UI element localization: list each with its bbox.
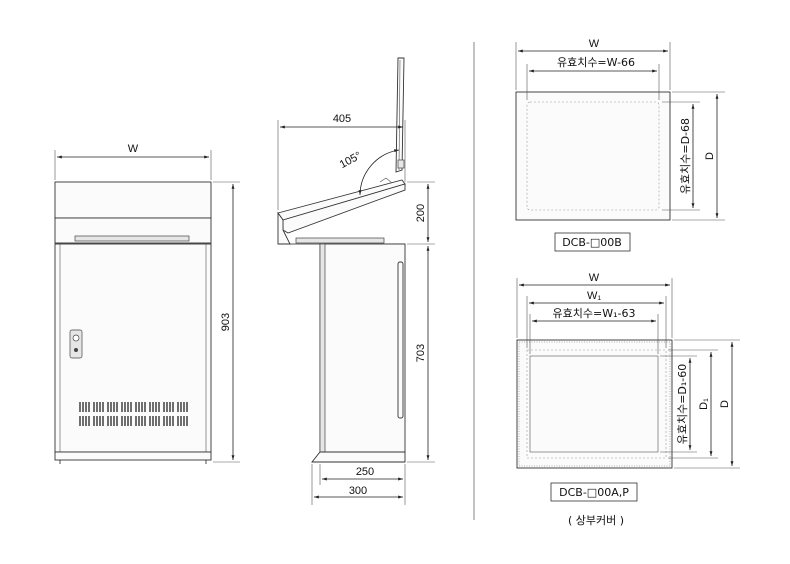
side-view: 405 105° 200 703 250 300 bbox=[277, 57, 435, 505]
ventilation-grille bbox=[79, 402, 188, 426]
hinge-icon bbox=[397, 159, 405, 169]
cover-b-model-box bbox=[554, 232, 631, 252]
cover-b-effective-width-label: 유효치수=W-66 bbox=[557, 56, 635, 69]
cover-b-effective-area bbox=[526, 101, 660, 211]
side-cabinet-body bbox=[319, 243, 406, 453]
cover-b-effective-depth-label: 유효치수=D-68 bbox=[679, 118, 692, 194]
side-handle bbox=[397, 261, 404, 419]
side-front-rail bbox=[319, 243, 326, 453]
cover-b-outer bbox=[515, 91, 671, 221]
cover-ap-model-label: DCB-□00A,P bbox=[559, 486, 629, 499]
front-hood bbox=[54, 181, 212, 219]
angle-arc bbox=[358, 149, 400, 196]
front-width-label: W bbox=[128, 143, 139, 155]
cover-ap-effective-area bbox=[529, 355, 659, 453]
cover-ap-inner-depth-label: D₁ bbox=[698, 398, 710, 410]
cover-ap-inner-width-label: W₁ bbox=[587, 290, 601, 302]
open-lid bbox=[395, 57, 405, 173]
cover-ap-width-label: W bbox=[589, 272, 600, 284]
angle-label: 105° bbox=[338, 150, 364, 171]
cover-b-model-label: DCB-□00B bbox=[562, 236, 622, 249]
cover-ap-model-box bbox=[550, 482, 638, 502]
front-height-label: 903 bbox=[220, 313, 232, 331]
base-depth-300-label: 300 bbox=[349, 485, 367, 497]
lower-height-label: 703 bbox=[415, 344, 427, 362]
cover-ap-effective-width-label: 유효치수=W₁-63 bbox=[553, 307, 636, 320]
cover-b-depth-label: D bbox=[704, 152, 716, 160]
top-front-lip bbox=[277, 211, 291, 245]
side-base bbox=[311, 451, 406, 463]
top-cover-b: W 유효치수=W-66 유효치수=D-68 D DCB-□00B bbox=[515, 38, 725, 252]
door-lock-icon bbox=[69, 329, 83, 359]
cover-b-width-label: W bbox=[589, 38, 600, 50]
cover-ap-outer bbox=[516, 339, 673, 469]
top-cover-ap: W W₁ 유효치수=W₁-63 유효치수=D₁-60 D₁ D DCB-□00A… bbox=[516, 272, 740, 502]
cover-ap-depth-label: D bbox=[719, 400, 731, 408]
cover-ap-inner bbox=[526, 349, 667, 459]
sloped-top bbox=[277, 179, 406, 221]
base-depth-250-label: 250 bbox=[356, 466, 374, 478]
top-cover-caption: ( 상부커버 ) bbox=[568, 514, 624, 527]
top-depth-label: 405 bbox=[333, 113, 351, 125]
front-base bbox=[54, 451, 212, 461]
side-shelf bbox=[295, 237, 385, 244]
front-handle-bar bbox=[74, 235, 190, 242]
front-view: W 903 bbox=[54, 143, 240, 464]
panel-height-label: 200 bbox=[415, 204, 427, 222]
cover-ap-effective-depth-label: 유효치수=D₁-60 bbox=[676, 364, 689, 445]
